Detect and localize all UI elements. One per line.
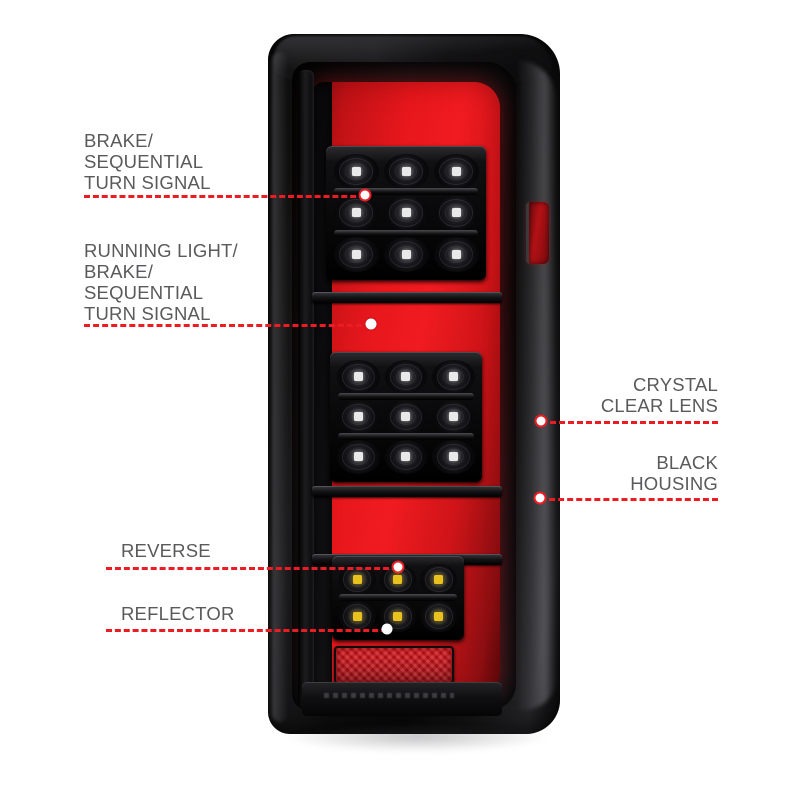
led-chip [401,208,411,218]
callout-dot-crystal-clear-lens [534,414,548,428]
led-chip [351,208,361,218]
callout-label-black-housing: BLACK HOUSING [630,452,718,494]
led-lamp [420,563,457,596]
led-lamp [337,399,380,435]
led-chip [351,249,361,259]
led-lamp [383,195,429,231]
callout-label-running-light: RUNNING LIGHT/ BRAKE/ SEQUENTIAL TURN SI… [84,240,238,324]
housing-right-highlight [516,60,556,710]
led-chip [448,412,458,422]
led-chip [451,167,461,177]
leader-line-crystal-clear-lens [541,421,718,424]
led-row [331,229,481,275]
callout-dot-running-light [365,318,377,330]
led-chip [352,575,362,584]
led-lamp [432,439,475,475]
led-lamp [337,359,380,395]
led-lamp [383,236,429,273]
led-cluster-upper-brake [326,146,486,280]
led-row [335,432,477,477]
lens-vertical-spine [298,70,314,706]
red-reflector [334,646,454,684]
callout-dot-reflector [381,623,393,635]
led-lamp [384,399,428,435]
led-chip [354,412,364,422]
leader-line-brake-sequential [84,195,365,198]
tail-light-assembly [268,34,560,734]
led-chip [434,575,444,584]
leader-line-reflector [106,629,387,632]
led-chip [401,372,411,382]
callout-dot-brake-sequential [358,188,372,202]
led-row [335,357,477,397]
housing-emboss-strip [302,682,502,716]
led-lamp [333,153,379,190]
leader-line-reverse [106,567,398,570]
led-chip [393,575,403,584]
led-lamp [333,236,379,273]
led-cluster-mid-brake [330,352,482,482]
led-chip [401,249,411,259]
callout-label-brake-sequential: BRAKE/ SEQUENTIAL TURN SIGNAL [84,130,211,193]
led-lamp [433,236,479,273]
led-row [335,392,477,437]
led-lamp [333,195,379,231]
led-lamp [339,600,376,633]
led-lamp [383,153,429,190]
callout-dot-reverse [391,560,405,574]
callout-dot-black-housing [533,491,547,505]
callout-label-reverse: REVERSE [121,540,211,561]
led-chip [434,612,444,621]
led-lamp [432,399,475,435]
led-chip [354,452,364,462]
side-marker-lens [526,202,549,264]
led-lamp [384,439,428,475]
leader-line-running-light [84,324,371,327]
led-row [331,188,481,233]
led-lamp [433,153,479,190]
led-chip [401,452,411,462]
divider-rib-middle [312,486,502,497]
led-chip [451,208,461,218]
led-chip [401,412,411,422]
led-row [331,151,481,192]
led-lamp [337,439,380,475]
led-chip [448,372,458,382]
led-lamp [420,600,457,633]
led-lamp [433,195,479,231]
callout-label-reflector: REFLECTOR [121,603,235,624]
led-lamp [432,359,475,395]
led-lamp [384,359,428,395]
leader-line-black-housing [540,498,718,501]
led-chip [451,249,461,259]
led-chip [448,452,458,462]
led-chip [351,167,361,177]
callout-label-crystal-clear-lens: CRYSTAL CLEAR LENS [600,374,718,416]
led-chip [354,372,364,382]
floor-reflection [286,726,548,752]
divider-rib-upper [312,292,502,303]
led-chip [401,167,411,177]
led-chip [352,612,362,621]
housing-left-highlight [272,52,288,722]
led-chip [393,612,403,621]
